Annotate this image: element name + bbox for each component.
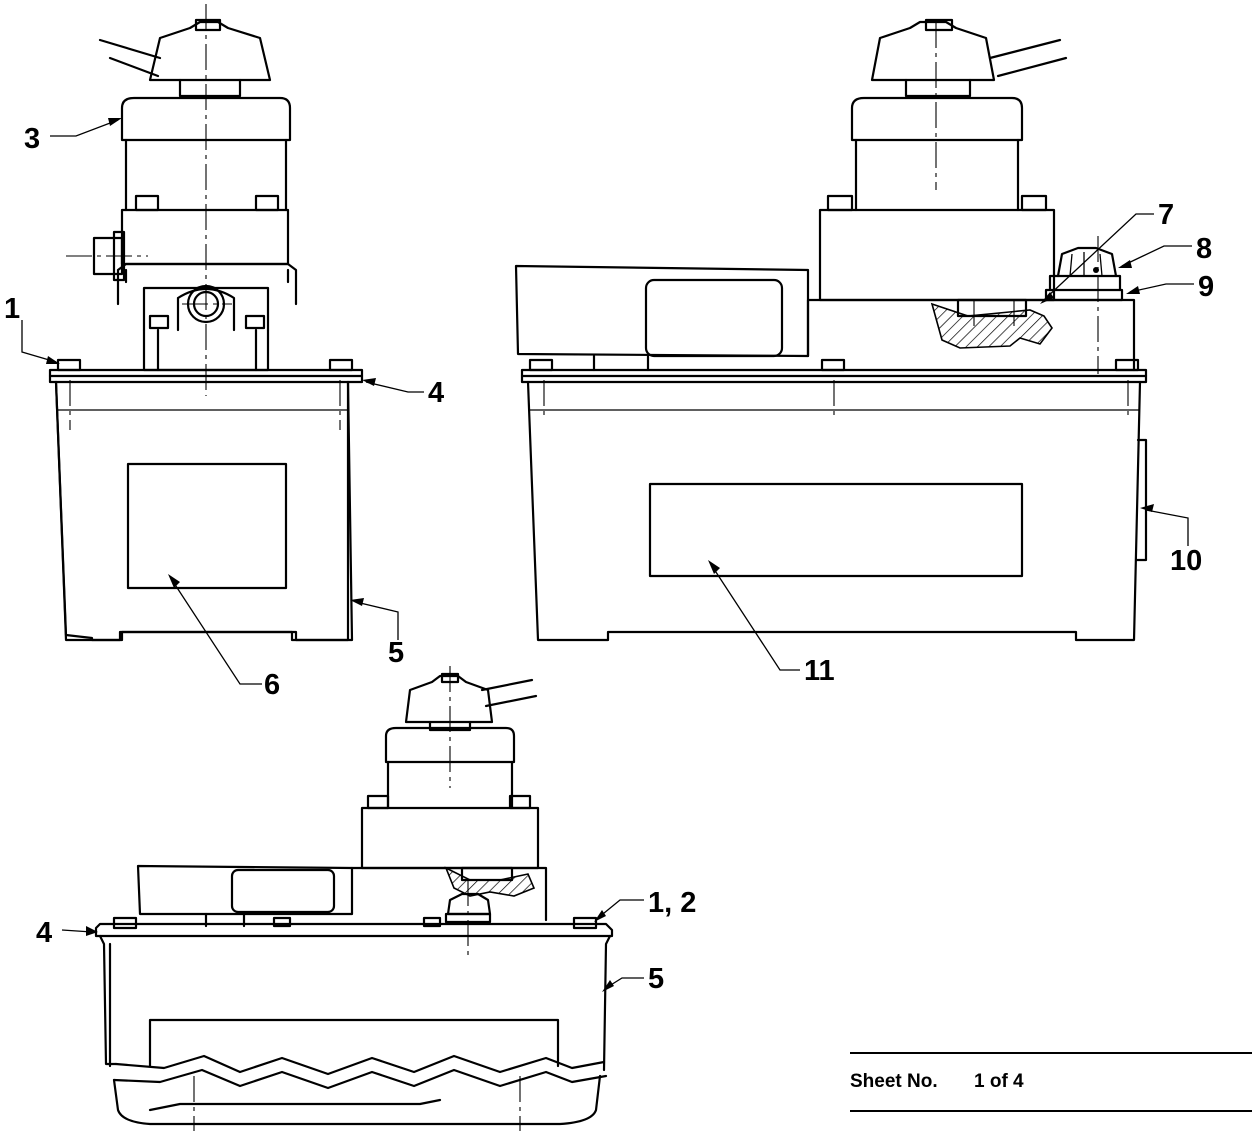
callout-11: 11 [804,655,835,687]
side-view [514,18,1148,642]
bottom-view [94,666,614,1131]
callout-7: 7 [1158,199,1174,231]
callout-5-bottom: 5 [648,963,664,995]
callout-3: 3 [24,123,40,155]
callout-1: 1 [4,293,20,325]
callout-4-bottom: 4 [36,917,52,949]
sheet-number-block: Sheet No. 1 of 4 [850,1052,1252,1112]
callout-10: 10 [1170,545,1202,577]
callout-8: 8 [1196,233,1212,265]
callout-6: 6 [264,669,280,701]
front-view [48,4,364,642]
callout-1-2: 1, 2 [648,887,696,919]
callout-4: 4 [428,377,444,409]
callout-9: 9 [1198,271,1214,303]
sheet-number-value: 1 of 4 [974,1071,1024,1092]
callout-5: 5 [388,637,404,669]
leader-lines [21,118,1194,992]
sheet-number-label: Sheet No. [850,1071,938,1092]
